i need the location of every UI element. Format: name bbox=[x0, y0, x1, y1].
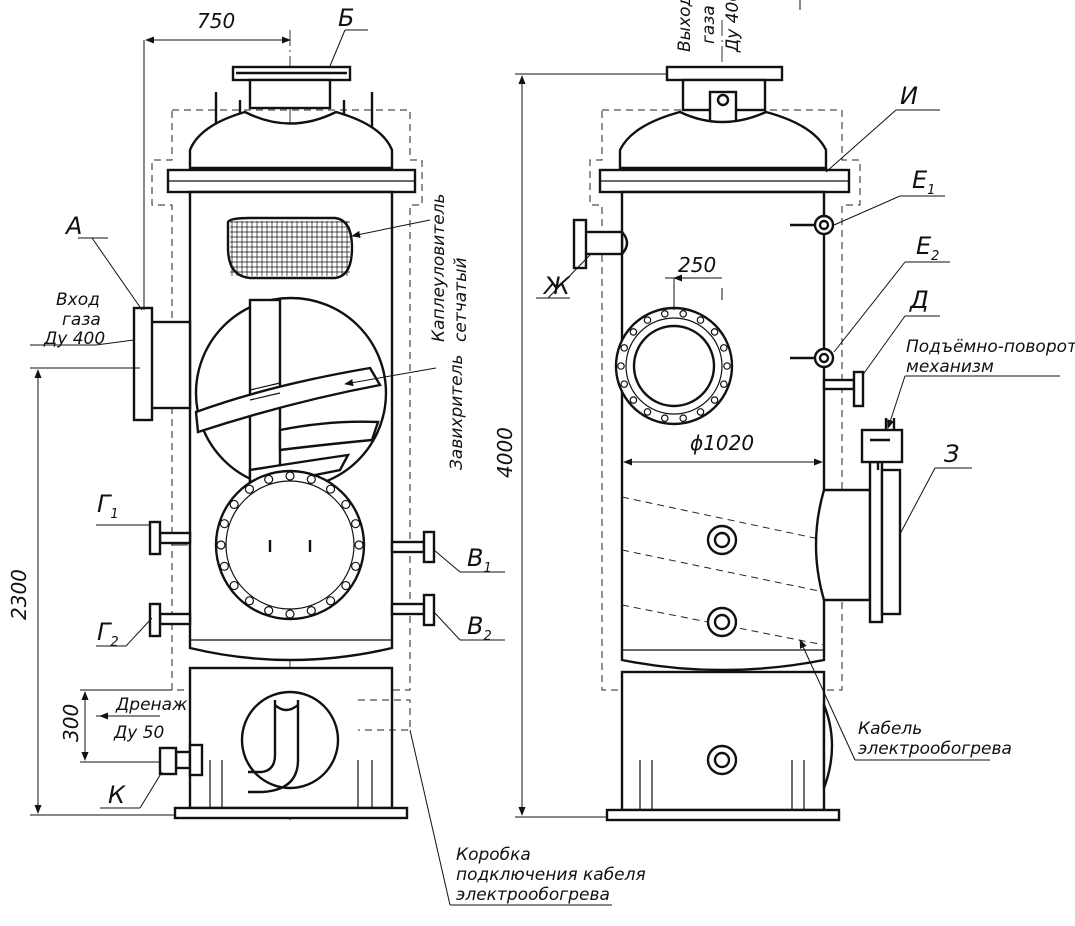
note-swirler: Завихритель bbox=[447, 354, 467, 470]
note-gas-inlet-2: газа bbox=[62, 310, 101, 330]
label-v2: В2 bbox=[467, 612, 492, 644]
label-zh: Ж bbox=[542, 272, 571, 300]
manway-side bbox=[614, 306, 734, 426]
bolt-hole bbox=[354, 540, 364, 550]
insulation-outline-side bbox=[589, 109, 861, 691]
note-gas-outlet-2: газа bbox=[699, 5, 719, 44]
note-junction-2: подключения кабеля bbox=[456, 865, 646, 885]
note-gas-inlet-1: Вход bbox=[56, 290, 100, 310]
note-mesh-catcher-2: сетчатый bbox=[451, 257, 471, 342]
bolt-hole bbox=[325, 596, 336, 606]
dim-750 bbox=[143, 36, 291, 310]
bolt-hole bbox=[620, 344, 628, 352]
bolt-hole bbox=[696, 316, 705, 324]
swirler-detail bbox=[194, 296, 388, 494]
note-lift-mech-1: Подъёмно-поворотный bbox=[906, 337, 1075, 357]
note-heat-cable-1: Кабель bbox=[858, 719, 922, 739]
label-z: З bbox=[944, 440, 959, 468]
dim-4000-text: 4000 bbox=[493, 427, 517, 478]
bolt-hole bbox=[710, 328, 719, 336]
fitting-e2 bbox=[790, 347, 835, 369]
top-head-front bbox=[188, 110, 394, 170]
note-junction-3: электрообогрева bbox=[456, 885, 610, 905]
dim-750-text: 750 bbox=[197, 9, 235, 33]
label-e1: Е1 bbox=[912, 166, 935, 198]
label-i: И bbox=[900, 82, 918, 110]
label-g1: Г1 bbox=[97, 490, 119, 522]
bolt-hole bbox=[723, 362, 731, 370]
label-k: К bbox=[108, 781, 126, 809]
bolt-hole bbox=[629, 396, 638, 404]
fitting-e1 bbox=[790, 214, 835, 236]
bolt-hole bbox=[219, 519, 229, 529]
bolt-hole bbox=[617, 362, 625, 370]
fitting-d bbox=[822, 370, 865, 408]
bolt-hole bbox=[351, 519, 361, 529]
bolt-hole bbox=[679, 414, 688, 422]
label-d: Д bbox=[909, 286, 929, 314]
label-g2: Г2 bbox=[97, 618, 119, 650]
note-mesh-catcher-1: Каплеуловитель bbox=[429, 193, 449, 342]
bolt-hole bbox=[629, 328, 638, 336]
bolt-hole bbox=[710, 396, 719, 404]
insulation-outline-front bbox=[151, 109, 423, 691]
bolt-hole bbox=[643, 316, 652, 324]
bolt-hole bbox=[660, 310, 669, 318]
note-lift-mech-2: механизм bbox=[906, 357, 994, 377]
bolt-hole bbox=[229, 580, 239, 591]
bolt-hole bbox=[720, 344, 728, 352]
nozzle-g2 bbox=[148, 602, 192, 638]
front-view: 750 2300 300 А bbox=[7, 4, 646, 906]
bolt-hole bbox=[660, 414, 669, 422]
bolt-hole bbox=[229, 499, 239, 510]
nozzle-z bbox=[814, 418, 904, 624]
dim-300-text: 300 bbox=[59, 704, 83, 742]
bolt-hole bbox=[679, 310, 688, 318]
label-b: Б bbox=[338, 4, 354, 32]
top-head-side bbox=[618, 110, 828, 170]
nozzle-g1 bbox=[148, 520, 192, 556]
note-gas-outlet-3: Ду 400 bbox=[723, 0, 743, 53]
bolt-hole bbox=[219, 561, 229, 571]
bolt-hole bbox=[306, 474, 316, 484]
bolt-hole bbox=[341, 580, 351, 591]
bolt-hole bbox=[285, 609, 295, 619]
bolt-hole bbox=[306, 606, 316, 616]
note-gas-inlet-3: Ду 400 bbox=[43, 329, 105, 349]
bolt-hole bbox=[325, 484, 336, 494]
bolt-hole bbox=[244, 596, 255, 606]
bolt-hole bbox=[341, 499, 351, 510]
bolt-hole bbox=[696, 408, 705, 416]
bolt-hole bbox=[264, 606, 274, 616]
bolt-hole bbox=[620, 380, 628, 388]
note-heat-cable-2: электрообогрева bbox=[858, 739, 1012, 759]
mesh-catcher bbox=[226, 216, 354, 280]
bolt-hole bbox=[216, 540, 226, 550]
bolt-hole bbox=[351, 561, 361, 571]
dim-250-text: 250 bbox=[678, 253, 716, 277]
inlet-nozzle-a bbox=[132, 306, 192, 422]
note-gas-outlet-1: Выход bbox=[675, 0, 695, 52]
nozzle-v1 bbox=[390, 530, 436, 564]
bolt-hole bbox=[720, 380, 728, 388]
support-skirt-front bbox=[158, 666, 411, 820]
bolt-hole bbox=[285, 471, 295, 481]
note-drain-1: Дренаж bbox=[115, 695, 188, 715]
label-v1: В1 bbox=[467, 544, 492, 576]
support-skirt-side bbox=[605, 670, 841, 822]
manway-front bbox=[214, 469, 366, 621]
bolt-hole bbox=[643, 408, 652, 416]
note-drain-2: Ду 50 bbox=[113, 723, 164, 743]
bolt-hole bbox=[244, 484, 255, 494]
dim-2300-text: 2300 bbox=[7, 569, 31, 620]
dim-1020-text: ϕ1020 bbox=[690, 431, 754, 455]
label-a: А bbox=[64, 212, 82, 240]
note-junction-1: Коробка bbox=[456, 845, 531, 865]
bolt-hole bbox=[264, 474, 274, 484]
label-e2: Е2 bbox=[916, 232, 939, 264]
nozzle-v2 bbox=[390, 593, 436, 627]
side-view: 4000 250 ϕ1020 И Е1 Е2 Д Ж З bbox=[493, 0, 1075, 822]
